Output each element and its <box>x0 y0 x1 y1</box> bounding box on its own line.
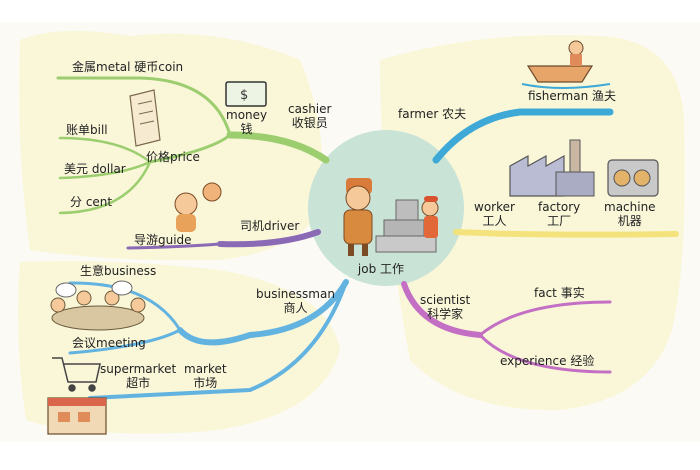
center-label-cn: 工作 <box>380 262 405 276</box>
experience-label: experience 经验 <box>500 354 595 368</box>
fisherman-label: fisherman 渔夫 <box>528 89 616 103</box>
scientist-branch <box>401 281 612 374</box>
businessman-label-cn: 商人 <box>283 301 308 315</box>
receipt-icon <box>129 89 161 147</box>
supermarket-label: supermarket 超市 <box>100 362 176 390</box>
worker-label-cn: 工人 <box>482 214 507 228</box>
right-cloud <box>380 35 685 411</box>
shopping-cart-icon <box>52 357 101 392</box>
money-label-cn: 钱 <box>240 122 253 136</box>
fact-label: fact 事实 <box>534 286 585 300</box>
cent-label: 分 cent <box>70 195 113 209</box>
price-label: 价格price <box>146 150 200 164</box>
cashier-person-icon <box>343 178 373 256</box>
worker-label: worker 工人 <box>474 200 515 228</box>
driver-branch <box>126 229 321 250</box>
svg-text:$: $ <box>240 88 248 103</box>
market-label: market 市场 <box>184 362 227 390</box>
market-label-en: market <box>184 362 227 376</box>
farmer-branch <box>432 108 614 164</box>
bill-label: 账单bill <box>66 123 108 137</box>
factory-label-cn: 工厂 <box>547 214 572 228</box>
meeting-label: 会议meeting <box>72 336 146 350</box>
guide-label: 导游guide <box>134 233 192 247</box>
builder-icon <box>375 196 439 253</box>
scientist-label: scientist 科学家 <box>420 293 470 321</box>
cashier-branch <box>56 76 330 215</box>
supermarket-label-cn: 超市 <box>126 376 151 390</box>
tour-guide-icon <box>174 182 222 232</box>
bottom-margin <box>0 442 700 470</box>
machine-label-en: machine <box>604 200 656 214</box>
top-margin <box>0 0 700 22</box>
machine-label: machine 机器 <box>604 200 656 228</box>
factory-label: factory 工厂 <box>538 200 580 228</box>
worker-branch <box>453 229 679 238</box>
cashier-label: cashier 收银员 <box>288 102 331 130</box>
left-bottom-cloud <box>18 261 340 434</box>
cashier-label-en: cashier <box>288 102 332 116</box>
machine-label-cn: 机器 <box>617 214 642 228</box>
metal-coin-label: 金属metal 硬币coin <box>72 60 184 74</box>
worker-label-en: worker <box>474 200 515 214</box>
factory-label-en: factory <box>538 200 581 214</box>
scientist-label-en: scientist <box>420 293 471 307</box>
banknote-icon: $ <box>225 81 267 107</box>
money-label-en: money <box>226 108 268 122</box>
farmer-label: farmer 农夫 <box>398 107 467 121</box>
shop-icon <box>47 397 107 435</box>
meeting-table-icon <box>50 280 146 331</box>
fishing-boat-icon <box>521 40 611 89</box>
machine-gear-icon <box>607 159 659 197</box>
scientist-label-cn: 科学家 <box>427 307 464 321</box>
businessman-label-en: businessman <box>256 287 335 301</box>
businessman-branch <box>68 279 349 400</box>
center-label: job 工作 <box>356 262 406 276</box>
cashier-label-cn: 收银员 <box>291 116 328 130</box>
market-label-cn: 市场 <box>193 376 218 390</box>
money-label: money 钱 <box>226 108 267 136</box>
businessman-label: businessman 商人 <box>256 287 335 315</box>
business-label: 生意business <box>80 264 157 278</box>
dollar-label: 美元 dollar <box>64 162 126 176</box>
supermarket-label-en: supermarket <box>100 362 177 376</box>
center-label-en: job <box>357 262 377 276</box>
factory-icon <box>509 139 595 197</box>
driver-label: 司机driver <box>240 219 300 233</box>
